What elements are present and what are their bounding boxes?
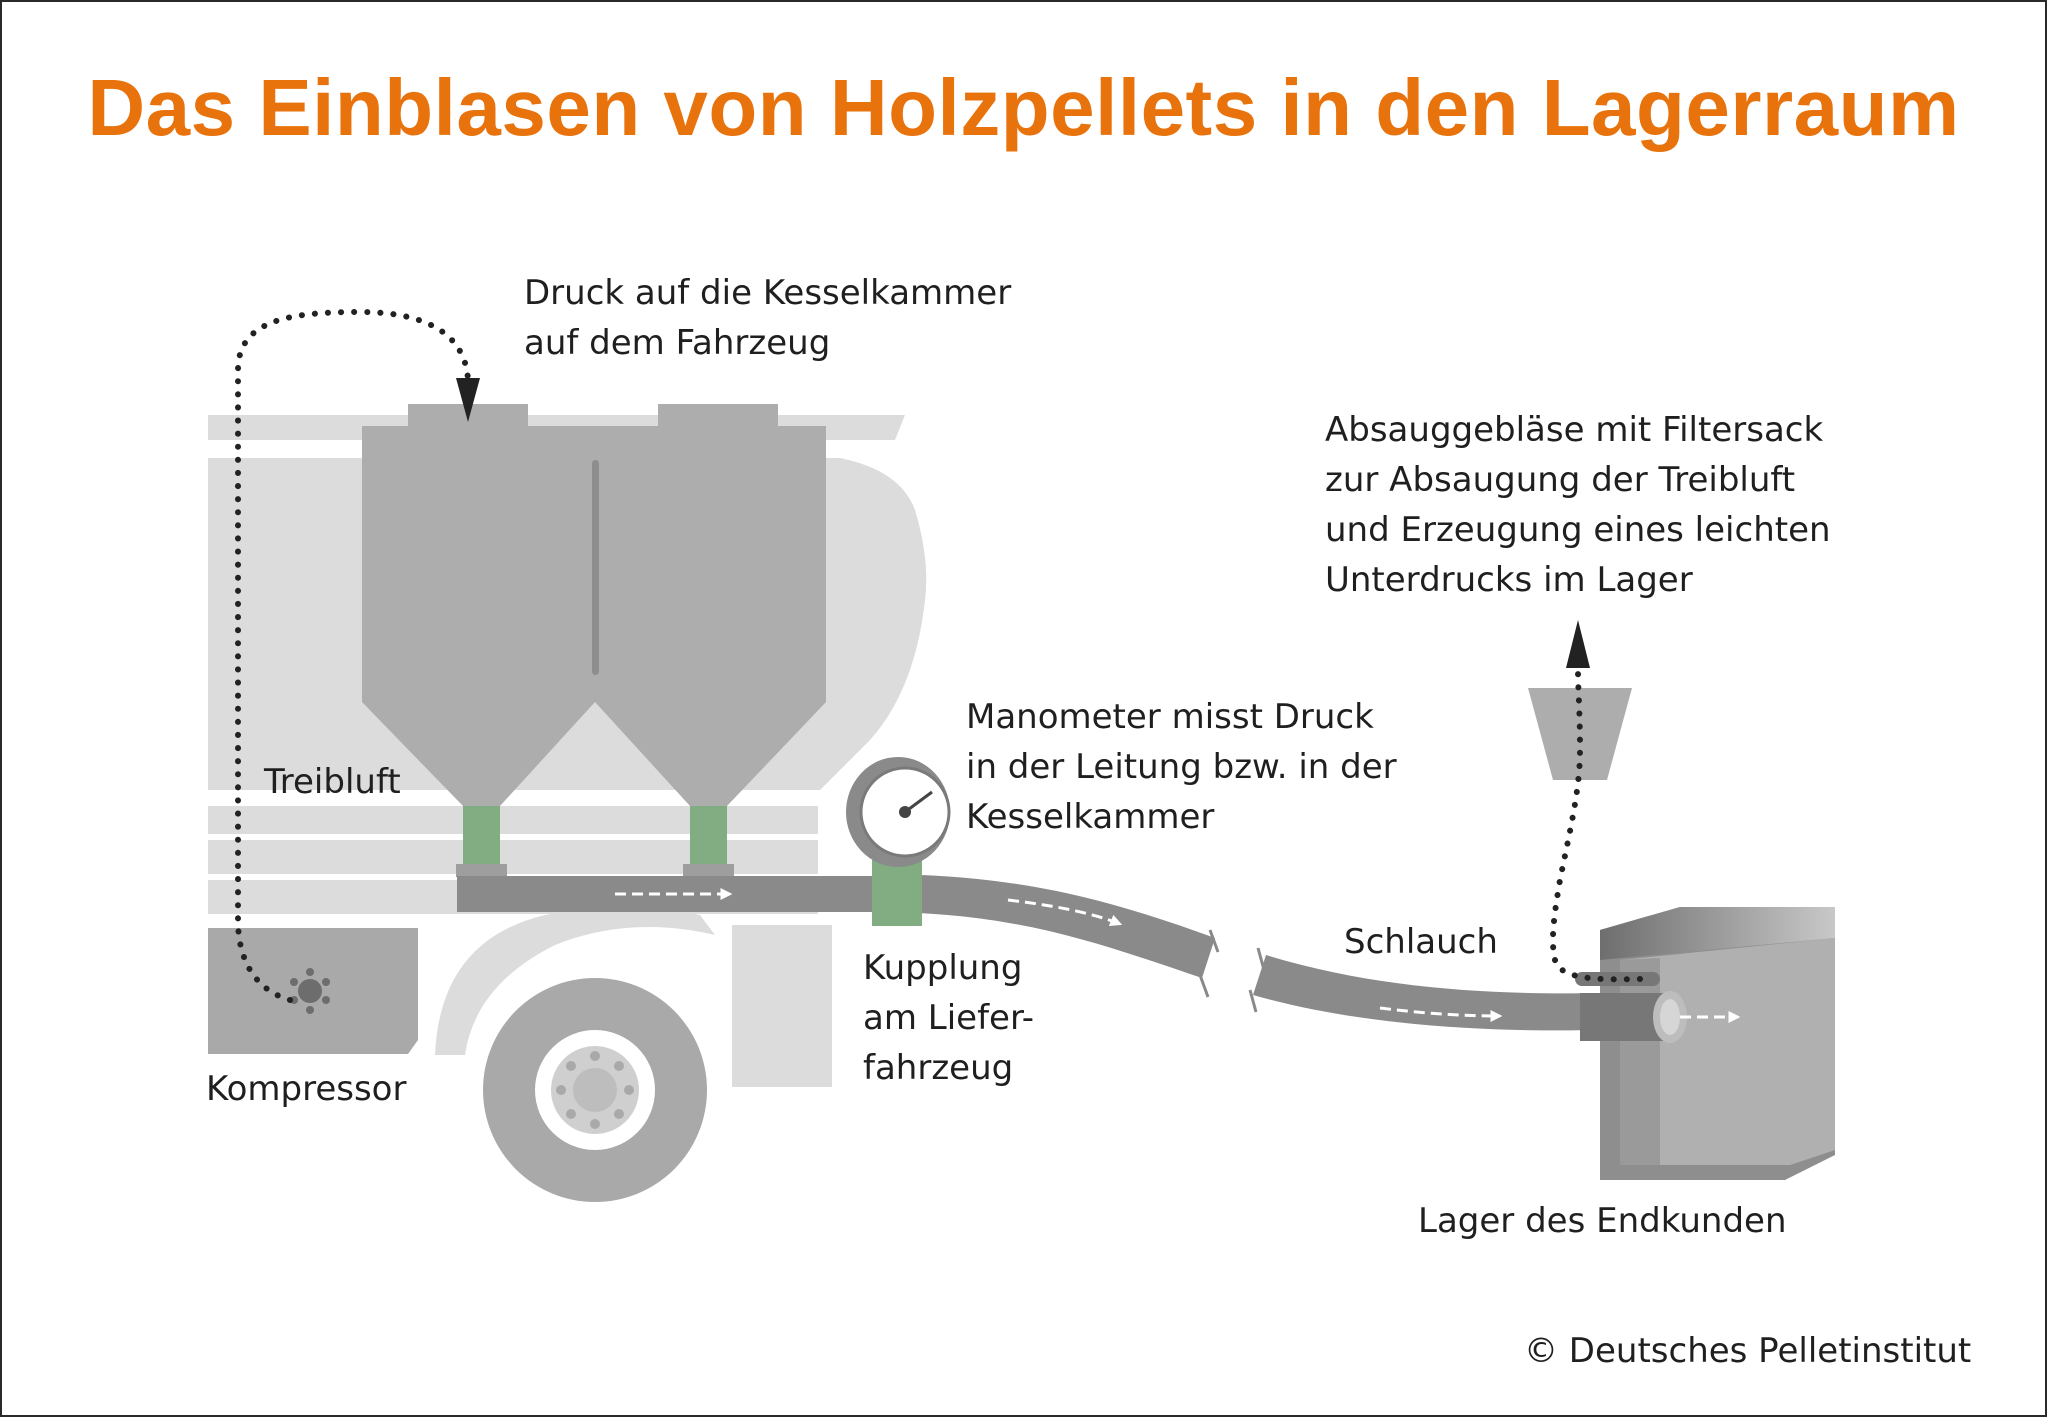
label-line: auf dem Fahrzeug <box>524 323 831 363</box>
label-line: in der Leitung bzw. in der <box>966 747 1397 787</box>
label-line: Druck auf die Kesselkammer <box>524 273 1012 313</box>
label-kupplung: Kupplung am Liefer- fahrzeug <box>863 943 1034 1093</box>
copyright-notice: © Deutsches Pelletinstitut <box>1524 1331 1972 1371</box>
hose-segment-1 <box>875 874 1215 978</box>
extraction-dotted-line <box>1549 667 1643 983</box>
label-manometer: Manometer misst Druck in der Leitung bzw… <box>966 692 1397 842</box>
extraction-pipe <box>1575 972 1660 986</box>
extraction-blower-funnel <box>1528 688 1632 780</box>
label-druck-kesselkammer: Druck auf die Kesselkammer auf dem Fahrz… <box>524 268 1011 368</box>
extraction-arrow-icon <box>1566 620 1590 668</box>
label-line: Kupplung <box>863 948 1023 988</box>
hose-segment-2 <box>1253 955 1600 1031</box>
pressure-dotted-line <box>235 308 471 1003</box>
truck-wheel <box>483 978 707 1202</box>
label-line: Manometer misst Druck <box>966 697 1374 737</box>
label-lager-endkunden: Lager des Endkunden <box>1418 1201 1787 1241</box>
label-schlauch: Schlauch <box>1344 922 1498 962</box>
compressor <box>208 928 418 1054</box>
label-line: am Liefer- <box>863 998 1035 1038</box>
label-line: Absauggebläse mit Filtersack <box>1325 410 1824 450</box>
label-line: und Erzeugung eines leichten <box>1325 510 1831 550</box>
pressure-arrow-icon <box>456 378 480 422</box>
label-line: fahrzeug <box>863 1048 1014 1088</box>
label-kompressor: Kompressor <box>206 1069 407 1109</box>
label-line: zur Absaugung der Treibluft <box>1325 460 1796 500</box>
page-title: Das Einblasen von Holzpellets in den Lag… <box>87 63 1960 152</box>
label-absauggeblaese: Absauggebläse mit Filtersack zur Absaugu… <box>1325 405 1831 605</box>
inlet-pipe <box>1580 991 1687 1043</box>
label-line: Unterdrucks im Lager <box>1325 560 1693 600</box>
flow-arrows <box>615 888 1741 1023</box>
manometer-gauge[interactable] <box>846 757 951 926</box>
label-treibluft: Treibluft <box>264 762 401 802</box>
storage-room <box>1600 907 1835 1180</box>
hopper-valves <box>456 806 734 877</box>
label-line: Kesselkammer <box>966 797 1215 837</box>
